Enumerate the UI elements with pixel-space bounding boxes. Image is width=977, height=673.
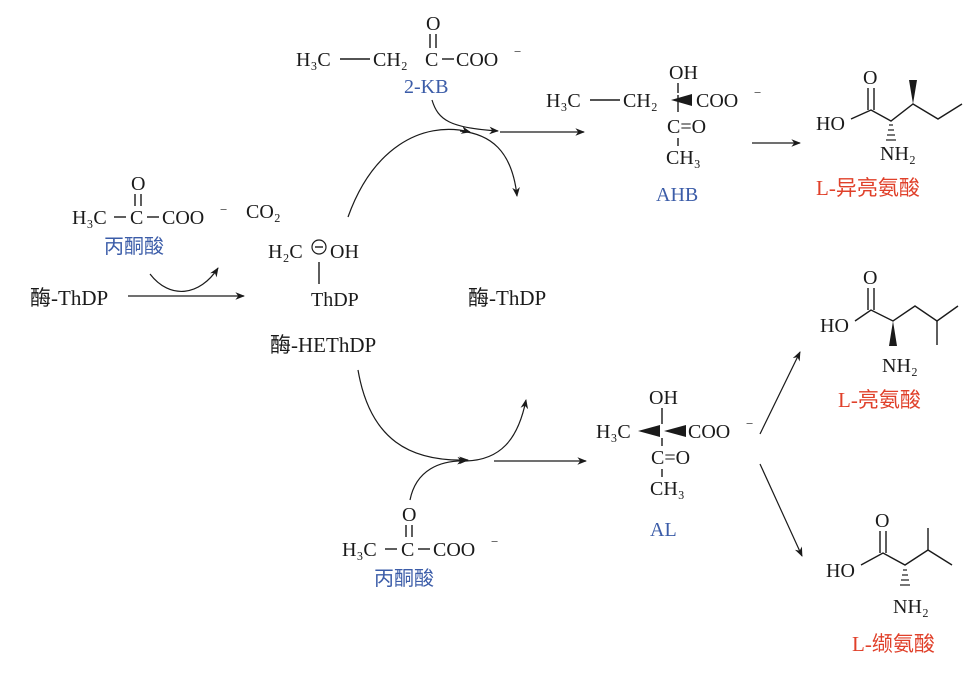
kb-ch3: H₃C (296, 49, 331, 71)
ahb-ch2: CH₂ (623, 90, 658, 112)
product-isoleucine: O HO NH₂ L-异亮氨酸 (816, 67, 963, 200)
enzyme-thdp-left: 酶-ThDP (30, 286, 108, 310)
kb-ch2: CH₂ (373, 49, 408, 71)
hethdp-thdp: ThDP (311, 289, 359, 311)
molecule-pyruvate-top: O H₃C C COO − 丙酮酸 (72, 173, 227, 258)
ahb-ch3: H₃C (546, 90, 581, 112)
al-me: CH₃ (650, 478, 685, 500)
val-ho: HO (826, 560, 855, 582)
kb-coo: COO (456, 49, 498, 71)
molecule-2-kb: H₃C CH₂ O C COO − 2-KB (296, 13, 521, 98)
arrow-al-to-valine (759, 463, 803, 557)
arrow-hethdp-to-ahb-route (347, 126, 471, 218)
al-ch3: H₃C (596, 421, 631, 443)
ahb-co: C=O (667, 116, 706, 138)
al-name: AL (650, 519, 677, 541)
ahb-charge: − (754, 85, 761, 100)
kb-charge: − (514, 44, 521, 59)
ile-hash-bond (886, 124, 896, 141)
ahb-oh: OH (669, 62, 698, 84)
reaction-arrows (128, 99, 803, 557)
al-wedge-right (664, 425, 686, 437)
val-name: L-缬氨酸 (852, 632, 935, 656)
ile-nh2: NH₂ (880, 143, 916, 165)
molecule-al: OH H₃C COO − C=O CH₃ AL (596, 387, 753, 541)
kb-o: O (426, 13, 440, 35)
arrow-pyruvate-join (409, 456, 467, 501)
ahb-wedge-bond (671, 94, 692, 106)
al-wedge-left (638, 425, 660, 437)
pyr-top-charge: − (220, 202, 227, 217)
pyr-top-ch3: H₃C (72, 207, 107, 229)
leu-nh2: NH₂ (882, 355, 918, 377)
arrow-hethdp-to-al-route (357, 369, 469, 465)
pyr-bot-ch3: H₃C (342, 539, 377, 561)
al-oh: OH (649, 387, 678, 409)
product-leucine: O HO NH₂ L-亮氨酸 (820, 267, 959, 412)
val-hash-bond (900, 569, 910, 586)
hethdp-oh: OH (330, 241, 359, 263)
product-valine: O HO NH₂ L-缬氨酸 (826, 510, 953, 656)
pyr-top-o: O (131, 173, 145, 195)
enzyme-thdp-mid: 酶-ThDP (468, 286, 546, 310)
pyr-top-name: 丙酮酸 (104, 235, 164, 258)
arrow-release-enzyme-bottom (465, 399, 529, 462)
arrow-al-to-leucine (759, 351, 801, 435)
al-charge: − (746, 416, 753, 431)
ahb-coo: COO (696, 90, 738, 112)
molecule-pyruvate-bottom: O H₃C C COO − 丙酮酸 (342, 504, 498, 590)
leu-name: L-亮氨酸 (838, 388, 921, 412)
val-nh2: NH₂ (893, 596, 929, 618)
hethdp-name: 酶-HEThDP (270, 333, 376, 357)
kb-name: 2-KB (404, 76, 448, 98)
pyr-bot-c: C (401, 539, 414, 561)
ahb-me: CH₃ (666, 147, 701, 169)
ile-ho: HO (816, 113, 845, 135)
arrow-2kb-join (431, 99, 499, 135)
arrow-release-enzyme-top (459, 130, 520, 197)
ahb-name: AHB (656, 184, 698, 206)
co2: CO₂ (246, 201, 281, 223)
val-skeleton (860, 549, 953, 566)
ile-name: L-异亮氨酸 (816, 176, 920, 200)
pyr-top-coo: COO (162, 207, 204, 229)
molecule-ahb: OH H₃C CH₂ COO − C=O CH₃ AHB (546, 62, 761, 206)
pyr-bot-charge: − (491, 534, 498, 549)
pyr-bot-o: O (402, 504, 416, 526)
leu-o: O (863, 267, 877, 289)
leu-wedge-bond (889, 321, 897, 346)
molecule-hethdp: H₂C OH ThDP 酶-HEThDP (268, 239, 376, 357)
hethdp-h2c: H₂C (268, 241, 303, 263)
carbanion-charge-icon (311, 239, 327, 255)
arrow-co2-release (149, 267, 219, 292)
leu-skeleton (854, 305, 959, 322)
al-coo: COO (688, 421, 730, 443)
ile-skeleton (850, 103, 963, 122)
al-co: C=O (651, 447, 690, 469)
pyr-bot-name: 丙酮酸 (374, 567, 434, 590)
kb-c: C (425, 49, 438, 71)
leu-ho: HO (820, 315, 849, 337)
pyr-top-c: C (130, 207, 143, 229)
pyr-bot-coo: COO (433, 539, 475, 561)
val-o: O (875, 510, 889, 532)
ile-wedge-bond (909, 80, 917, 104)
ile-o: O (863, 67, 877, 89)
